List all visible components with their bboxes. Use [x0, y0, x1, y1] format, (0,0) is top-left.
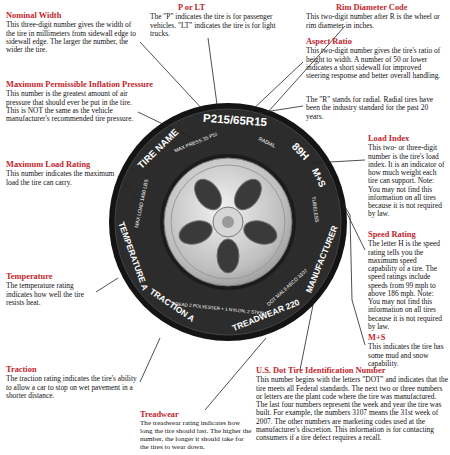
callout-text: This number indicates the maximum load t…	[6, 170, 118, 187]
callout-text: This two- or three-digit number is the t…	[368, 144, 447, 219]
callout-text: This two-digit number after R is the whe…	[306, 13, 446, 30]
callout-text: This number begins with the letters "DOT…	[256, 376, 448, 442]
callout-text: The treadwear rating indicates how long …	[140, 420, 252, 452]
callout-heading: Maximum Load Rating	[6, 160, 90, 169]
callout-heading: M+S	[368, 333, 385, 342]
callout-text: This indicates the tire has some mud and…	[368, 343, 447, 368]
callout-heading: Load Index	[368, 134, 409, 143]
callout-text: The temperature rating indicates how wel…	[6, 282, 94, 307]
callout-heading: Treadwear	[140, 410, 179, 419]
wheel-rim	[164, 158, 292, 286]
callout-text: The "P" indicates the tire is for passen…	[150, 13, 278, 38]
callout-text: The letter H is the speed rating tells y…	[368, 240, 447, 331]
callout-heading: Maximum Permissible Inflation Pressure	[6, 80, 153, 89]
callout-text: This two-digit number gives the tire's r…	[306, 47, 446, 80]
callout-heading: Traction	[6, 365, 37, 374]
callout-text: The "R" stands for radial. Radial tires …	[306, 96, 446, 121]
callout-heading: Rim Diameter Code	[336, 3, 407, 12]
callout-heading: U.S. Dot Tire Identification Number	[256, 366, 385, 375]
callout-text: This number is the greatest amount of ai…	[6, 90, 140, 123]
callout-text: The traction rating indicates the tire's…	[6, 375, 140, 400]
callout-text: This three-digit number gives the width …	[6, 21, 140, 54]
callout-heading: Speed Rating	[368, 230, 416, 239]
callout-heading: Temperature	[6, 272, 53, 281]
callout-heading: P or LT	[178, 3, 205, 12]
callout-heading: Nominal Width	[6, 11, 61, 20]
tire	[109, 103, 347, 341]
callout-heading: Aspect Ratio	[306, 37, 352, 46]
